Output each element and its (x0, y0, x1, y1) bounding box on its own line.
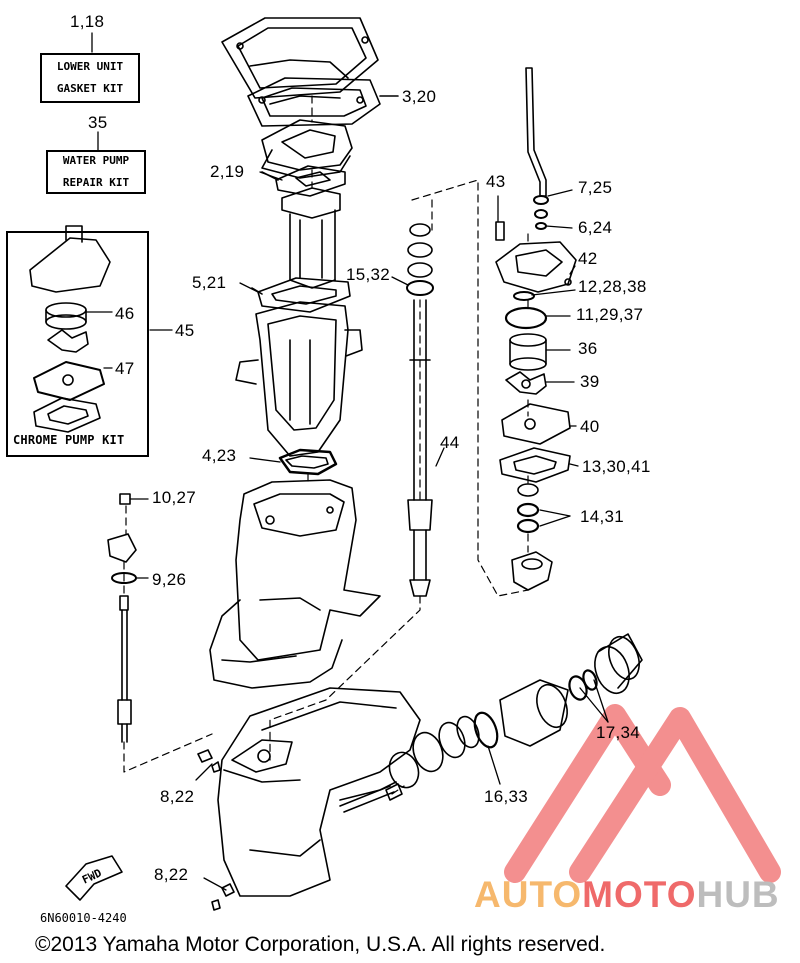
insert-cartridge-36 (509, 333, 547, 371)
watermark-part2: MOTO (582, 874, 697, 915)
oil-seals-14-31 (516, 483, 540, 534)
chrome-kit-parts (29, 225, 111, 433)
drive-shaft (406, 223, 434, 597)
gasket-5-21 (251, 277, 351, 313)
callout-11-29-37: 11,29,37 (576, 305, 644, 324)
callout-1-18: 1,18 (70, 12, 105, 31)
water-pump-housing (495, 221, 577, 301)
leader-lines (85, 32, 609, 891)
gasket-4-23 (278, 448, 338, 476)
callout-10-27: 10,27 (152, 488, 197, 507)
water-pump-kit-line1: WATER PUMP (62, 154, 130, 167)
callout-44: 44 (440, 433, 460, 452)
watermark-triangle (504, 704, 781, 883)
callout-46: 46 (115, 304, 135, 323)
oil-seal-housing (511, 551, 553, 591)
callout-43: 43 (486, 172, 506, 191)
gasket-kit-line1: LOWER UNIT (56, 60, 124, 73)
gear-case (217, 687, 421, 897)
gasket-13-30-41 (499, 447, 571, 483)
oring-11-29-37 (504, 306, 548, 330)
watermark-part3: HUB (696, 874, 780, 915)
lower-unit-gasket-kit-box: LOWER UNIT GASKET KIT (40, 53, 140, 103)
callout-9-26: 9,26 (152, 570, 187, 589)
callout-5-21: 5,21 (192, 273, 227, 292)
callout-35: 35 (88, 113, 108, 132)
callout-6-24: 6,24 (578, 218, 613, 237)
callout-36: 36 (578, 339, 598, 358)
callout-12-28-38: 12,28,38 (578, 277, 647, 296)
callout-2-19: 2,19 (210, 162, 245, 181)
water-tube (525, 67, 549, 230)
upper-casing-piece (261, 119, 353, 179)
propeller-shaft (339, 783, 403, 813)
callout-40: 40 (580, 417, 600, 436)
callout-4-23: 4,23 (202, 446, 237, 465)
callout-14-31: 14,31 (580, 507, 625, 526)
callout-8-22-lower: 8,22 (154, 865, 189, 884)
callout-8-22-upper: 8,22 (160, 787, 195, 806)
gasket-3-20 (247, 77, 399, 127)
callout-13-30-41: 13,30,41 (582, 457, 651, 476)
upper-casing (235, 301, 363, 457)
callout-17-34: 17,34 (596, 723, 641, 742)
callout-3-20: 3,20 (402, 87, 437, 106)
water-pump-kit-line2: REPAIR KIT (62, 176, 130, 189)
impeller-39 (505, 371, 547, 395)
watermark-logo: AUTOMOTOHUB (474, 874, 780, 916)
part-code: 6N60010-4240 (40, 911, 127, 925)
callout-47: 47 (115, 359, 135, 378)
callout-45: 45 (175, 321, 195, 340)
fwd-arrow (65, 855, 123, 901)
exhaust-tube (281, 187, 341, 289)
prop-housing-parts (388, 633, 643, 789)
lower-casing (209, 479, 381, 689)
drain-screws (197, 749, 235, 911)
callout-39: 39 (580, 372, 600, 391)
callout-42: 42 (578, 249, 598, 268)
outer-plate-40 (501, 403, 571, 445)
callout-16-33: 16,33 (484, 787, 529, 806)
chrome-pump-kit-box (6, 231, 149, 457)
watermark-part1: AUTO (474, 874, 583, 915)
callout-15-32: 15,32 (346, 265, 391, 284)
chrome-pump-kit-title: CHROME PUMP KIT (13, 433, 125, 447)
shift-rod (107, 493, 137, 743)
copyright-notice: ©2013 Yamaha Motor Corporation, U.S.A. A… (35, 933, 606, 956)
callout-7-25: 7,25 (578, 178, 613, 197)
water-pump-repair-kit-box: WATER PUMP REPAIR KIT (46, 150, 146, 194)
alignment-lines (123, 95, 529, 795)
gasket-kit-line2: GASKET KIT (56, 82, 124, 95)
upper-plate (221, 17, 379, 99)
